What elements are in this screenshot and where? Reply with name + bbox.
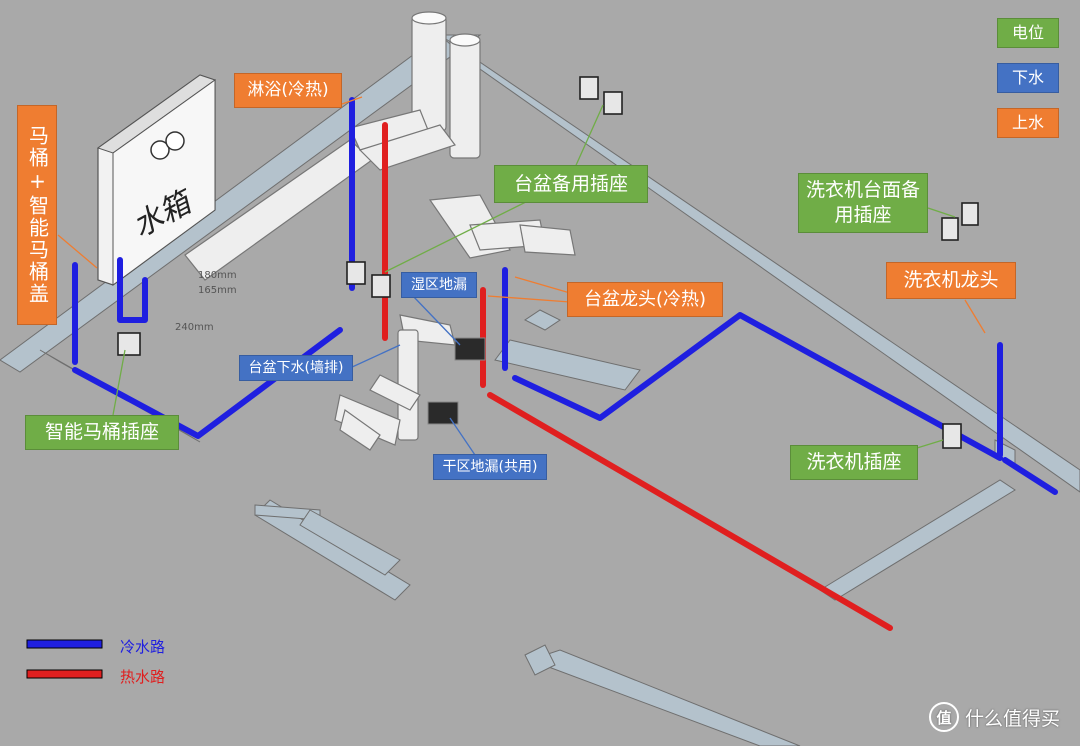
callout-shower: 淋浴(冷热): [234, 73, 342, 108]
callout-toilet-text: 马桶+智能马桶盖: [25, 125, 50, 305]
callout-arrows: [57, 96, 986, 456]
callout-washer-faucet: 洗衣机龙头: [886, 262, 1016, 299]
floor-drains: [427, 337, 486, 425]
legend-cold-label: 冷水路: [120, 638, 166, 656]
callout-washer-counter-socket-text: 洗衣机台面备用插座: [805, 179, 920, 226]
callout-dry-floor-drain: 干区地漏(共用): [433, 454, 547, 480]
legend-cold-line: [26, 639, 103, 649]
cold-water-pipes: [72, 97, 1058, 495]
callout-toilet-socket: 智能马桶插座: [25, 415, 179, 450]
sockets: [117, 76, 979, 449]
legend-hot-label: 热水路: [120, 668, 166, 686]
watermark-badge: 值: [928, 702, 959, 732]
dimension-3: 240mm: [175, 322, 214, 333]
legend-hot-line: [26, 669, 103, 679]
callout-toilet: 马桶+智能马桶盖: [17, 105, 57, 325]
dimension-1: 180mm: [198, 270, 237, 281]
water-tank: [96, 74, 217, 286]
legend-lines: [26, 639, 103, 679]
watermark: 值 什么值得买: [928, 702, 1060, 732]
legend-supply: 上水: [997, 108, 1059, 138]
callout-washer-socket: 洗衣机插座: [790, 445, 918, 480]
drain-stack: [184, 11, 576, 451]
callout-washer-counter-socket: 洗衣机台面备用插座: [798, 173, 928, 233]
callout-basin-faucet: 台盆龙头(冷热): [567, 282, 723, 317]
watermark-text: 什么值得买: [964, 707, 1060, 730]
callout-basin-drain: 台盆下水(墙排): [239, 355, 353, 381]
callout-wet-floor-drain: 湿区地漏: [401, 272, 477, 298]
legend-electric: 电位: [997, 18, 1059, 48]
callout-basin-spare-socket: 台盆备用插座: [494, 165, 648, 203]
dimension-2: 165mm: [198, 285, 237, 296]
legend-drain: 下水: [997, 63, 1059, 93]
